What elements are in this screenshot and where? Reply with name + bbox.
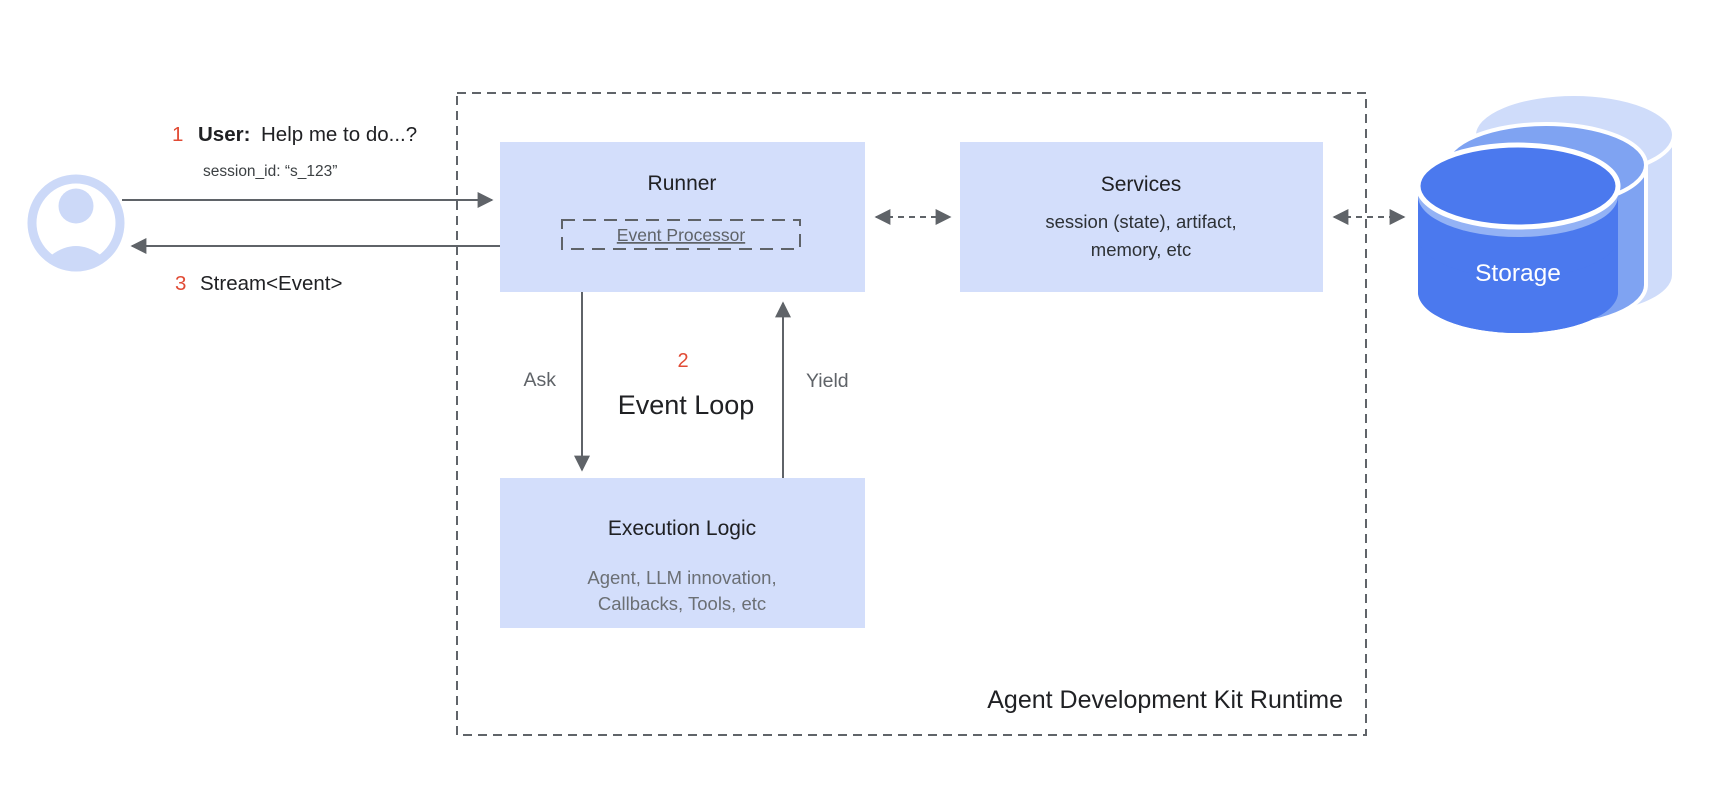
event-processor-label: Event Processor xyxy=(617,225,746,245)
services-box-bg xyxy=(960,142,1323,292)
runner-title: Runner xyxy=(648,172,717,195)
services-subtitle-line1: session (state), artifact, xyxy=(1045,211,1236,232)
runtime-boundary-box xyxy=(456,92,1367,736)
execution-logic-subtitle-line2: Callbacks, Tools, etc xyxy=(598,593,766,614)
event-processor-box xyxy=(561,219,801,250)
services-box: Services session (state), artifact, memo… xyxy=(960,142,1323,292)
step1-number: 1 xyxy=(172,123,183,146)
avatar-head xyxy=(58,188,94,224)
session-id-label: session_id: “s_123” xyxy=(203,163,337,180)
step1-user-label: User: xyxy=(198,123,250,146)
runner-box-bg xyxy=(500,142,865,292)
yield-label: Yield xyxy=(806,370,849,392)
step3-stream-text: Stream<Event> xyxy=(200,272,342,295)
execution-logic-title: Execution Logic xyxy=(608,517,756,540)
cylinder-front-top xyxy=(1415,142,1621,230)
event-loop-label: Event Loop xyxy=(618,390,755,420)
execution-logic-subtitle-line1: Agent, LLM innovation, xyxy=(587,567,776,588)
runner-box: Runner Event Processor xyxy=(500,142,865,292)
runtime-title: Agent Development Kit Runtime xyxy=(987,686,1343,714)
step3-number: 3 xyxy=(175,272,186,295)
step1-request-text: Help me to do...? xyxy=(261,123,417,146)
storage-cylinder-icon: Storage xyxy=(1415,92,1676,333)
services-title: Services xyxy=(1101,173,1182,196)
services-subtitle-line2: memory, etc xyxy=(1091,239,1191,260)
cylinder-front-body-lower xyxy=(1418,237,1618,333)
execution-logic-box-bg xyxy=(500,478,865,628)
user-avatar-icon xyxy=(27,174,125,272)
avatar-shoulders xyxy=(36,246,116,263)
storage-label: Storage xyxy=(1475,260,1561,287)
step2-number: 2 xyxy=(677,350,688,372)
execution-logic-box: Execution Logic Agent, LLM innovation, C… xyxy=(500,478,865,628)
avatar-ring xyxy=(27,174,125,272)
ask-label: Ask xyxy=(523,369,556,391)
